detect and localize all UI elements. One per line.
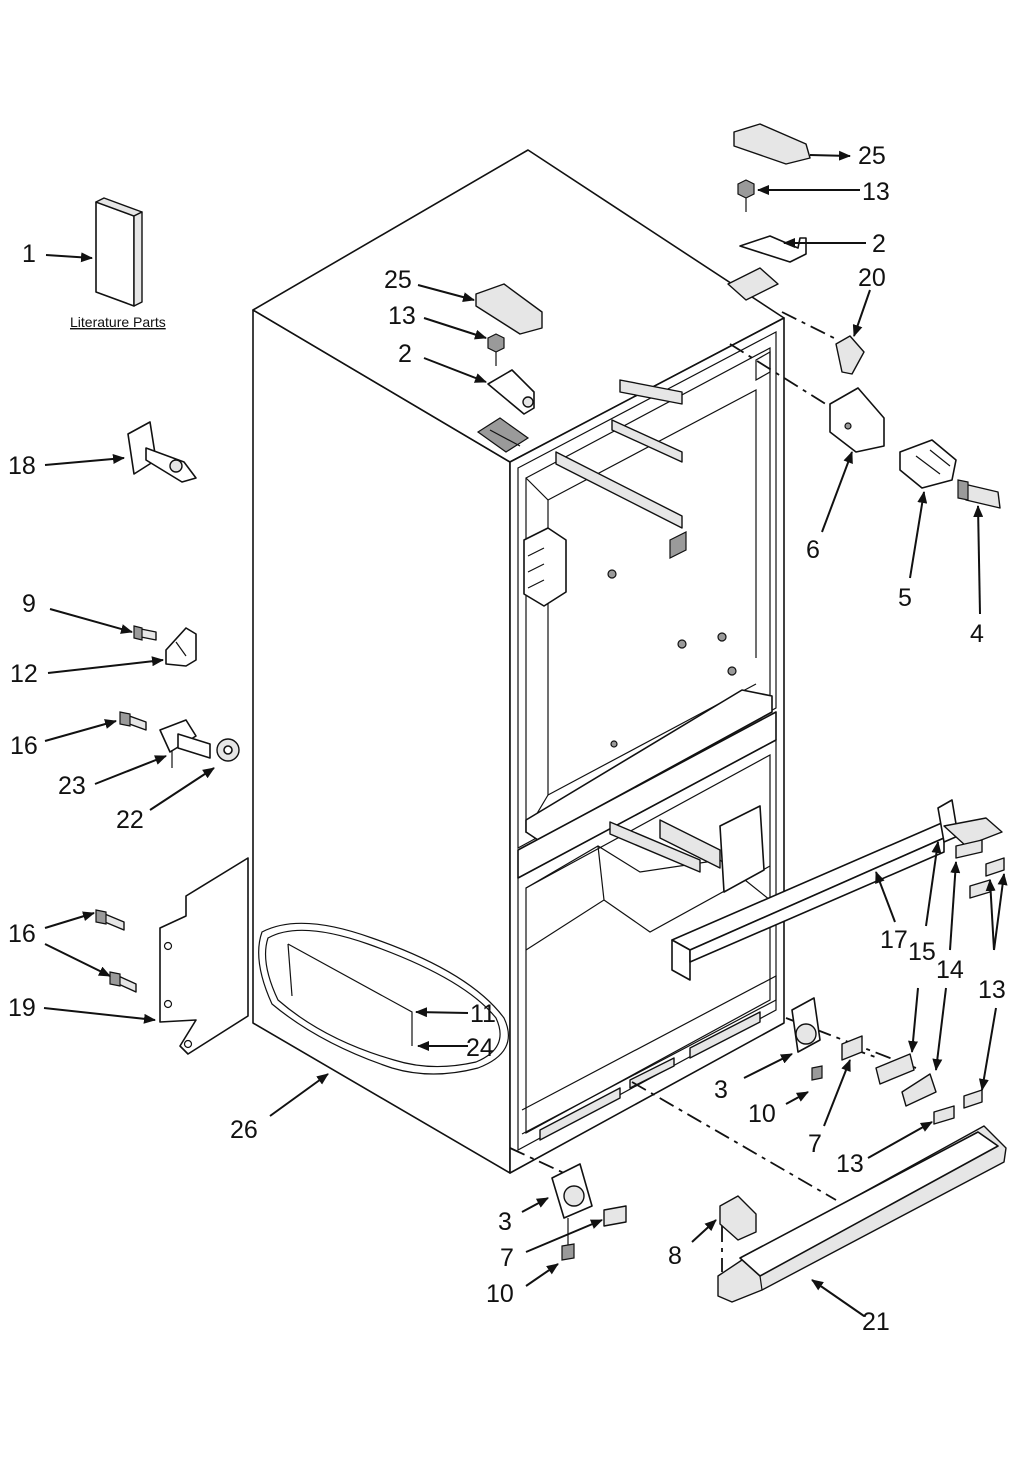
part-9-screw — [134, 626, 156, 640]
callout-16: 16 — [10, 732, 38, 760]
part-22-washer — [217, 739, 239, 761]
callout-9: 9 — [22, 590, 36, 618]
part-16-screw-upper — [120, 712, 146, 730]
callout-20: 20 — [858, 264, 886, 292]
callout-6: 6 — [806, 536, 820, 564]
callout-7: 7 — [808, 1130, 822, 1158]
part-2-hinge-top — [740, 236, 806, 262]
part-18-anchor — [128, 422, 196, 482]
callout-17: 17 — [880, 926, 908, 954]
part-14-lower-plate — [876, 1054, 936, 1106]
callout-14: 14 — [936, 956, 964, 984]
part-12-bracket — [166, 628, 196, 666]
callout-3: 3 — [498, 1208, 512, 1236]
callout-1: 1 — [22, 240, 36, 268]
callout-8: 8 — [668, 1242, 682, 1270]
callout-13: 13 — [978, 976, 1006, 1004]
callout-10: 10 — [748, 1100, 776, 1128]
callout-10: 10 — [486, 1280, 514, 1308]
callout-16: 16 — [8, 920, 36, 948]
callout-12: 12 — [10, 660, 38, 688]
part-8-clip — [720, 1196, 756, 1240]
callout-25: 25 — [858, 142, 886, 170]
literature-caption: Literature Parts — [70, 314, 166, 330]
callout-18: 18 — [8, 452, 36, 480]
callout-23: 23 — [58, 772, 86, 800]
part-3-roller-right — [792, 998, 862, 1080]
callout-15: 15 — [908, 938, 936, 966]
callout-5: 5 — [898, 584, 912, 612]
callout-25: 25 — [384, 266, 412, 294]
part-16-screw-lower-b — [110, 972, 136, 992]
part-20-cover — [836, 336, 864, 374]
callout-22: 22 — [116, 806, 144, 834]
callout-19: 19 — [8, 994, 36, 1022]
callout-21: 21 — [862, 1308, 890, 1336]
callout-13: 13 — [388, 302, 416, 330]
part-4-cartridge — [958, 480, 1000, 508]
part-3-roller-left — [552, 1164, 626, 1260]
callout-13: 13 — [862, 178, 890, 206]
callout-26: 26 — [230, 1116, 258, 1144]
literature-parts — [96, 198, 142, 306]
part-25-hinge-cover-top — [734, 124, 810, 164]
part-14-plate — [956, 840, 982, 858]
part-19-shim — [160, 858, 248, 1054]
callout-11: 11 — [470, 1000, 496, 1028]
callout-4: 4 — [970, 620, 984, 648]
callout-7: 7 — [500, 1244, 514, 1272]
callout-2: 2 — [398, 340, 412, 368]
callout-3: 3 — [714, 1076, 728, 1104]
part-13-hinge-bolt-top — [738, 180, 754, 212]
callout-24: 24 — [466, 1034, 494, 1062]
part-6-bracket — [830, 388, 884, 452]
part-5-hinge-assembly — [900, 440, 956, 488]
part-23-pivot — [160, 720, 210, 768]
part-16-screw-lower-a — [96, 910, 124, 930]
callout-2: 2 — [872, 230, 886, 258]
callout-13: 13 — [836, 1150, 864, 1178]
